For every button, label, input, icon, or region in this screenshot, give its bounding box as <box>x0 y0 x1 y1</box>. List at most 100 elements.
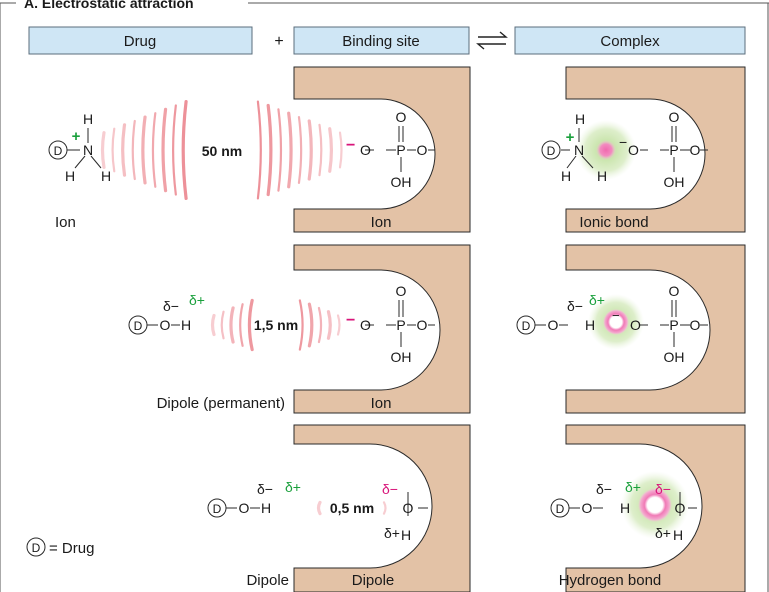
negative-charge: − <box>619 134 627 150</box>
atom-h: H <box>620 500 630 516</box>
field-wave-arc <box>266 103 273 197</box>
atom-o: O <box>360 317 371 333</box>
field-wave-arc <box>326 310 332 340</box>
atom-h: H <box>585 317 595 333</box>
atom-oh: OH <box>664 174 685 190</box>
delta-minus: δ− <box>596 481 612 497</box>
field-wave-arc <box>172 104 177 196</box>
field-wave-arc <box>328 127 334 173</box>
atom-o: O <box>548 317 559 333</box>
field-wave-arc <box>220 310 225 340</box>
pocket-3-complex <box>565 424 746 592</box>
delta-plus: δ+ <box>655 525 671 541</box>
atom-o: O <box>669 109 680 125</box>
drug-symbol-2 <box>128 315 148 335</box>
drug-header-box <box>28 26 253 55</box>
atom-d: D <box>547 144 556 158</box>
field-wave-arc <box>151 112 157 188</box>
positive-charge: + <box>566 129 575 146</box>
complex-header-box <box>514 26 746 55</box>
atom-d: D <box>213 502 222 516</box>
delta-plus: δ+ <box>589 292 605 308</box>
distance-label-2: 1,5 nm <box>254 317 298 333</box>
field-wave-arc <box>307 302 314 348</box>
field-wave-arc <box>316 500 322 516</box>
atom-h: H <box>181 317 191 333</box>
field-wave-arc <box>141 115 147 185</box>
atom-o: O <box>669 283 680 299</box>
complex-header-label: Complex <box>600 33 660 50</box>
site-caption-1: Ion <box>371 214 392 231</box>
legend-text: = Drug <box>49 540 94 557</box>
binding-pockets <box>293 66 746 592</box>
ionic-bond-core <box>596 140 616 160</box>
delta-minus: δ− <box>257 481 273 497</box>
atom-d: D <box>522 319 531 333</box>
negative-charge: − <box>346 137 355 154</box>
atom-n: N <box>83 142 93 158</box>
legend-drug-symbol <box>26 537 46 557</box>
negative-charge: − <box>612 308 620 323</box>
atom-h: H <box>65 168 75 184</box>
complex-glows <box>576 120 689 539</box>
drug-symbol-3c <box>550 498 570 518</box>
equilibrium-arrows-icon <box>476 31 508 50</box>
atom-labels: D N H H H + 50 nm − O P O O OH D + N H H… <box>54 109 701 543</box>
atom-d: D <box>134 319 143 333</box>
atom-h: H <box>561 168 571 184</box>
site-caption-3: Dipole <box>352 572 395 589</box>
delta-minus: δ− <box>567 298 583 314</box>
atom-o: O <box>417 317 428 333</box>
field-wave-arc <box>111 127 116 173</box>
atom-h: H <box>83 111 93 127</box>
atom-d: D <box>54 144 63 158</box>
chemical-bonds <box>67 126 708 516</box>
complex-caption-1: Ionic bond <box>579 214 648 231</box>
binding-site-header-box <box>293 26 470 55</box>
pocket-1-site <box>293 66 471 233</box>
drug-caption-1: Ion <box>55 214 76 231</box>
field-wave-arc <box>336 314 341 336</box>
field-wave-arc <box>131 119 136 181</box>
drug-symbol-1c <box>541 140 561 160</box>
atom-n: N <box>574 142 584 158</box>
atom-o: O <box>582 500 593 516</box>
pocket-1-complex <box>565 66 746 233</box>
negative-charge: − <box>346 312 355 329</box>
pocket-2-complex <box>565 244 746 414</box>
atom-h: H <box>673 527 683 543</box>
atom-h: H <box>261 500 271 516</box>
atom-oh: OH <box>664 349 685 365</box>
drug-symbol-1 <box>48 140 68 160</box>
field-wave-arc <box>256 100 262 200</box>
atom-p: P <box>669 317 678 333</box>
field-wave-arc <box>239 303 244 347</box>
atom-o: O <box>628 142 639 158</box>
field-wave-arc <box>318 123 323 177</box>
field-wave-arc <box>338 131 343 169</box>
pocket-2-site <box>293 244 471 414</box>
section-title: A. Electrostatic attraction <box>24 0 194 11</box>
field-wave-arc <box>121 123 127 177</box>
atom-o: O <box>239 500 250 516</box>
delta-plus: δ+ <box>189 292 205 308</box>
site-caption-2: Ion <box>371 395 392 412</box>
distance-label-1: 50 nm <box>202 143 242 159</box>
field-wave-arc <box>100 131 106 169</box>
drug-symbol-2c <box>516 315 536 335</box>
distance-label-3: 0,5 nm <box>330 500 374 516</box>
atom-oh: OH <box>391 349 412 365</box>
atom-o: O <box>360 142 371 158</box>
atom-oh: OH <box>391 174 412 190</box>
delta-plus: δ+ <box>625 479 641 495</box>
delta-plus: δ+ <box>285 479 301 495</box>
binding-site-header-label: Binding site <box>342 33 420 50</box>
hydrogen-bond-core <box>638 488 672 522</box>
field-wave-arc <box>229 306 235 344</box>
atom-o: O <box>403 500 414 516</box>
field-wave-arc <box>181 99 188 201</box>
drug-caption-2: Dipole (permanent) <box>157 395 285 412</box>
field-wave-arc <box>307 119 313 181</box>
